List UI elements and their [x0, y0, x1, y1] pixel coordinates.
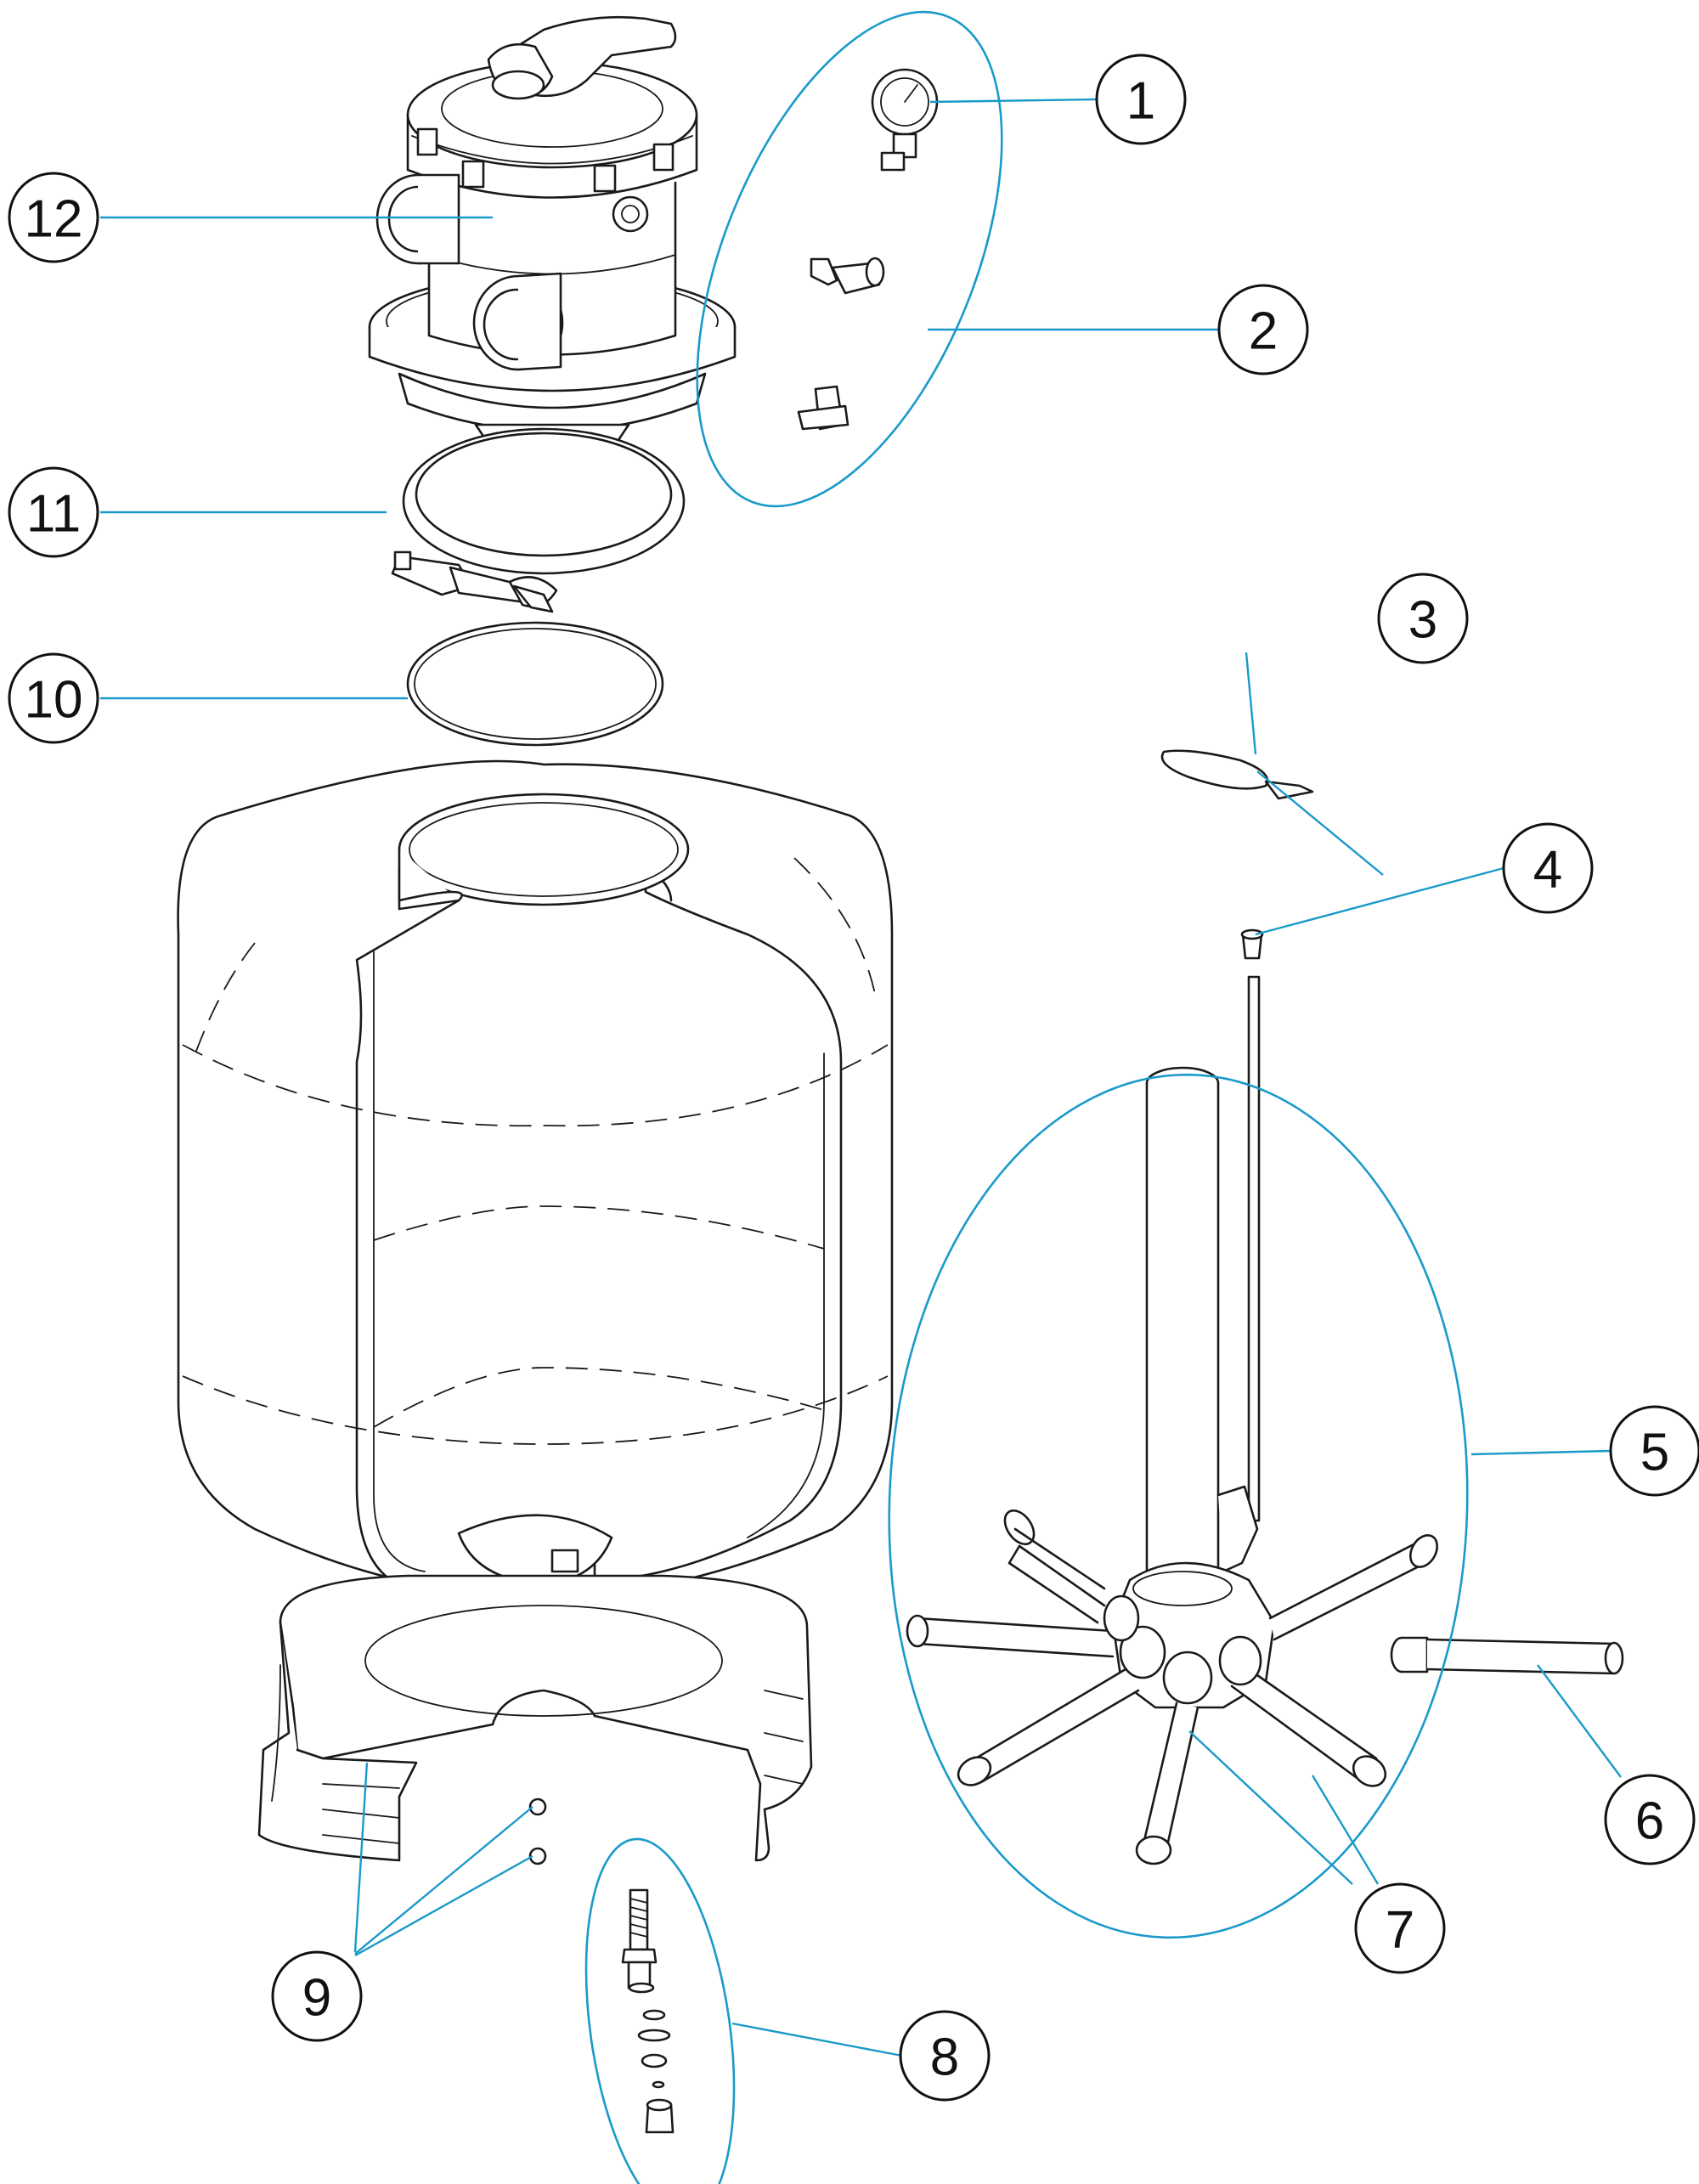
callout-5-label: 5 [1640, 1424, 1669, 1482]
callout-8: 8 [899, 2010, 991, 2102]
filter-tank [177, 759, 894, 1624]
callout-7-label: 7 [1386, 1901, 1414, 1960]
callout-11-label: 11 [26, 485, 81, 544]
callout-10: 10 [8, 652, 99, 744]
group-outlines [584, 10, 1469, 2184]
clamp-ring [391, 427, 686, 613]
pressure-gauge [871, 68, 939, 172]
callout-3-label: 3 [1408, 591, 1437, 650]
callout-5: 5 [1609, 1405, 1699, 1497]
callout-10-circle [8, 652, 99, 744]
callout-9: 9 [271, 1950, 363, 2042]
drain-plug-small [797, 385, 850, 431]
air-release-valve [810, 257, 885, 295]
callout-1-circle [1095, 54, 1187, 145]
callout-2-circle [1217, 284, 1309, 375]
callout-11-circle [8, 466, 99, 558]
callout-9-circle [271, 1950, 363, 2042]
single-lateral [1390, 1636, 1624, 1675]
callout-2: 2 [1217, 284, 1309, 375]
callout-4-label: 4 [1533, 841, 1562, 900]
callout-7-circle [1354, 1882, 1446, 1974]
callout-3-circle [1377, 573, 1469, 664]
callout-2-label: 2 [1249, 302, 1278, 361]
callout-4-circle [1502, 822, 1594, 914]
callout-6: 6 [1604, 1774, 1696, 1865]
callout-10-label: 10 [25, 671, 83, 730]
callout-1: 1 [1095, 54, 1187, 145]
callout-8-circle [899, 2010, 991, 2102]
callout-11: 11 [8, 466, 99, 558]
group-ellipse-drain [584, 1837, 736, 2184]
lateral-assembly [906, 975, 1439, 1865]
callout-12-circle [8, 172, 99, 263]
strap-tie [1160, 749, 1314, 800]
group-ellipse-laterals [888, 1073, 1469, 1939]
callout-7: 7 [1354, 1882, 1446, 1974]
leader-lines [100, 98, 1622, 2057]
o-ring [406, 621, 664, 747]
callout-9-label: 9 [302, 1969, 331, 2028]
callout-3: 3 [1377, 573, 1469, 664]
top-cap [1240, 928, 1264, 960]
group-ellipse-accessories [696, 10, 1003, 508]
multiport-valve [368, 15, 737, 452]
callout-1-label: 1 [1126, 72, 1155, 131]
callout-12-label: 12 [25, 190, 83, 249]
callout-6-circle [1604, 1774, 1696, 1865]
drain-assembly [621, 1888, 675, 2134]
tank-base [257, 1574, 813, 1865]
callout-6-label: 6 [1635, 1792, 1664, 1851]
callout-12: 12 [8, 172, 99, 263]
callout-4: 4 [1502, 822, 1594, 914]
callout-5-circle [1609, 1405, 1699, 1497]
callout-8-label: 8 [930, 2029, 959, 2087]
